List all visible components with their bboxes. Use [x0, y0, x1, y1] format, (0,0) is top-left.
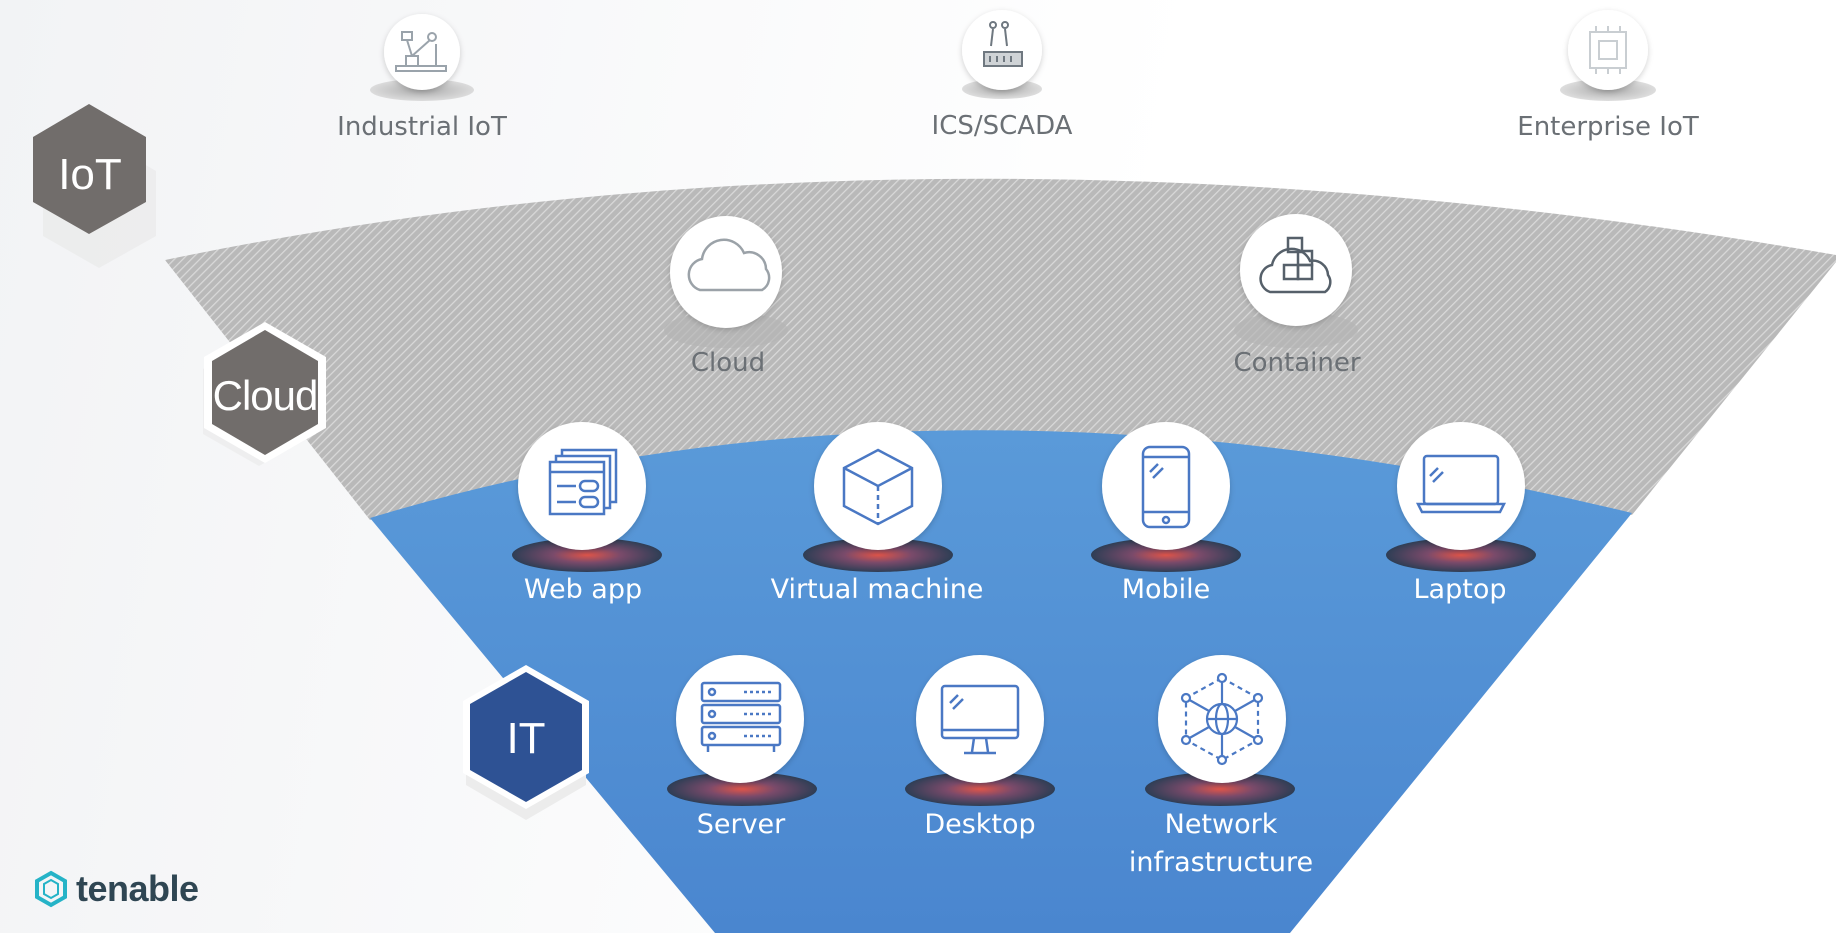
logo-text: tenable	[76, 868, 199, 909]
desktop-label: Desktop	[924, 809, 1036, 840]
web-app-label: Web app	[523, 574, 643, 605]
industrial-robot-icon	[395, 31, 447, 72]
network-icon	[1180, 672, 1264, 766]
chip-icon	[1589, 26, 1627, 74]
cloud-label: Cloud	[690, 348, 766, 378]
tenable-logo: tenable	[32, 868, 199, 910]
industrial-iot-label: Industrial IoT	[337, 112, 507, 142]
desktop-icon	[940, 684, 1020, 755]
enterprise-iot-label: Enterprise IoT	[1517, 112, 1699, 142]
iot-hexagon	[33, 104, 156, 268]
iot-layer-label: IoT	[58, 150, 122, 199]
laptop-label: Laptop	[1413, 574, 1507, 605]
it-layer-label: IT	[506, 714, 546, 763]
virtual-machine-label: Virtual machine	[770, 574, 984, 605]
cloud-node	[664, 216, 788, 348]
network-infrastructure-label: Network infrastructure	[1128, 809, 1314, 878]
enterprise-iot-node	[1560, 10, 1656, 101]
ics-scada-label: ICS/SCADA	[931, 111, 1073, 141]
cloud-layer-label: Cloud	[212, 372, 319, 419]
ics-scada-node	[962, 10, 1042, 99]
container-icon	[1259, 236, 1332, 294]
cube-icon	[842, 448, 914, 526]
mobile-icon	[1141, 445, 1191, 529]
cloud-hexagon	[203, 322, 326, 466]
laptop-node	[1386, 422, 1536, 572]
laptop-icon	[1415, 454, 1507, 514]
web-app-icon	[548, 448, 618, 516]
container-node	[1234, 214, 1358, 348]
control-panel-icon	[983, 21, 1023, 67]
mobile-node	[1091, 422, 1241, 572]
mobile-label: Mobile	[1121, 574, 1211, 605]
industrial-iot-node	[370, 14, 474, 101]
cloud-icon	[687, 238, 771, 292]
it-hexagon	[463, 665, 589, 820]
tenable-mark-icon	[35, 870, 67, 908]
container-label: Container	[1233, 348, 1361, 378]
server-label: Server	[696, 809, 786, 840]
server-icon	[700, 681, 782, 752]
network-node	[1145, 655, 1295, 806]
